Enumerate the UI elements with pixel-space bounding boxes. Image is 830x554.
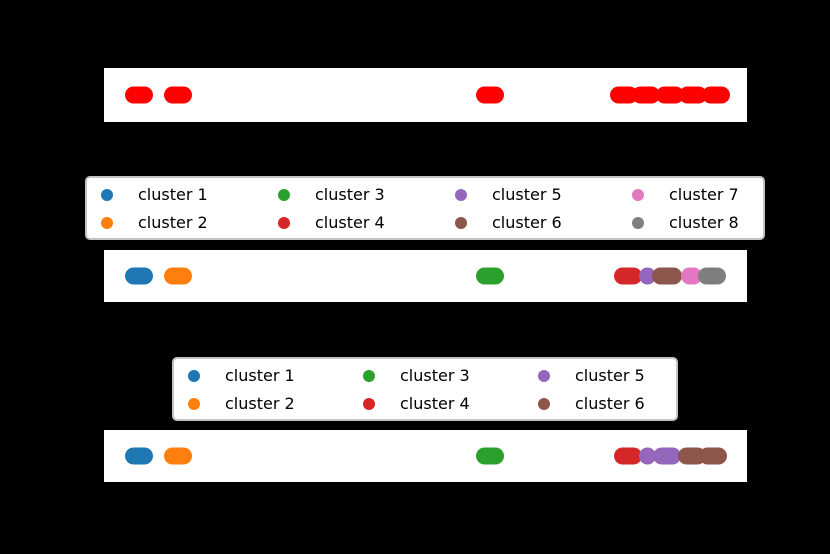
- legend-entry-cluster-4: cluster 4: [278, 209, 455, 237]
- scatter-plot-3: [104, 430, 747, 482]
- legend-entry-cluster-8: cluster 8: [632, 209, 757, 237]
- legend-dot-icon: [538, 398, 550, 410]
- legend-entry-cluster-3: cluster 3: [363, 362, 538, 390]
- scatter-point-cluster-1: [125, 267, 153, 285]
- scatter-plot-2: [104, 250, 747, 302]
- legend-label: cluster 7: [669, 185, 739, 204]
- legend-entry-cluster-3: cluster 3: [278, 181, 455, 209]
- legend-2: cluster 1 cluster 2 cluster 3 cluster 4 clus…: [172, 357, 678, 421]
- legend-dot-icon: [278, 189, 290, 201]
- legend-label: cluster 4: [315, 213, 385, 232]
- scatter-point-point: [164, 86, 192, 104]
- scatter-point-point: [610, 86, 638, 104]
- scatter-point-cluster-3: [476, 447, 504, 465]
- legend-label: cluster 3: [315, 185, 385, 204]
- legend-entry-cluster-7: cluster 7: [632, 181, 757, 209]
- legend-dot-icon: [101, 189, 113, 201]
- scatter-point-point: [679, 86, 707, 104]
- legend-entry-cluster-1: cluster 1: [188, 362, 363, 390]
- scatter-point-point: [702, 86, 730, 104]
- scatter-point-cluster-1: [125, 447, 153, 465]
- legend-label: cluster 5: [492, 185, 562, 204]
- legend-label: cluster 1: [225, 366, 295, 385]
- legend-label: cluster 3: [400, 366, 470, 385]
- legend-label: cluster 2: [225, 394, 295, 413]
- legend-dot-icon: [632, 189, 644, 201]
- legend-label: cluster 1: [138, 185, 208, 204]
- scatter-point-cluster-7: [680, 267, 702, 285]
- legend-entry-cluster-1: cluster 1: [101, 181, 278, 209]
- legend-label: cluster 8: [669, 213, 739, 232]
- legend-dot-icon: [188, 370, 200, 382]
- legend-1: cluster 1 cluster 2 cluster 3 cluster 4 clus…: [85, 176, 765, 240]
- scatter-point-cluster-4: [614, 447, 642, 465]
- legend-dot-icon: [188, 398, 200, 410]
- legend-entry-cluster-6: cluster 6: [538, 390, 670, 418]
- legend-dot-icon: [101, 217, 113, 229]
- scatter-point-cluster-4: [614, 267, 642, 285]
- scatter-point-cluster-2: [164, 267, 192, 285]
- scatter-point-cluster-5: [638, 267, 656, 285]
- legend-entry-cluster-2: cluster 2: [188, 390, 363, 418]
- scatter-point-cluster-6: [699, 447, 727, 465]
- legend-entry-cluster-5: cluster 5: [538, 362, 670, 390]
- legend-dot-icon: [363, 370, 375, 382]
- scatter-point-cluster-2: [164, 447, 192, 465]
- legend-label: cluster 6: [492, 213, 562, 232]
- scatter-point-point: [476, 86, 504, 104]
- scatter-point-point: [125, 86, 153, 104]
- legend-dot-icon: [363, 398, 375, 410]
- scatter-point-cluster-3: [476, 267, 504, 285]
- legend-entry-cluster-2: cluster 2: [101, 209, 278, 237]
- legend-entry-cluster-5: cluster 5: [455, 181, 632, 209]
- scatter-plot-1: [104, 68, 747, 122]
- legend-dot-icon: [455, 189, 467, 201]
- legend-label: cluster 5: [575, 366, 645, 385]
- scatter-point-cluster-5: [638, 447, 656, 465]
- legend-dot-icon: [278, 217, 290, 229]
- scatter-point-cluster-5: [653, 447, 681, 465]
- legend-entry-cluster-6: cluster 6: [455, 209, 632, 237]
- scatter-point-point: [656, 86, 684, 104]
- scatter-point-point: [632, 86, 660, 104]
- legend-dot-icon: [455, 217, 467, 229]
- legend-entry-cluster-4: cluster 4: [363, 390, 538, 418]
- legend-dot-icon: [538, 370, 550, 382]
- scatter-point-cluster-6: [652, 267, 682, 285]
- legend-dot-icon: [632, 217, 644, 229]
- scatter-point-cluster-8: [698, 267, 726, 285]
- legend-label: cluster 4: [400, 394, 470, 413]
- legend-label: cluster 6: [575, 394, 645, 413]
- legend-label: cluster 2: [138, 213, 208, 232]
